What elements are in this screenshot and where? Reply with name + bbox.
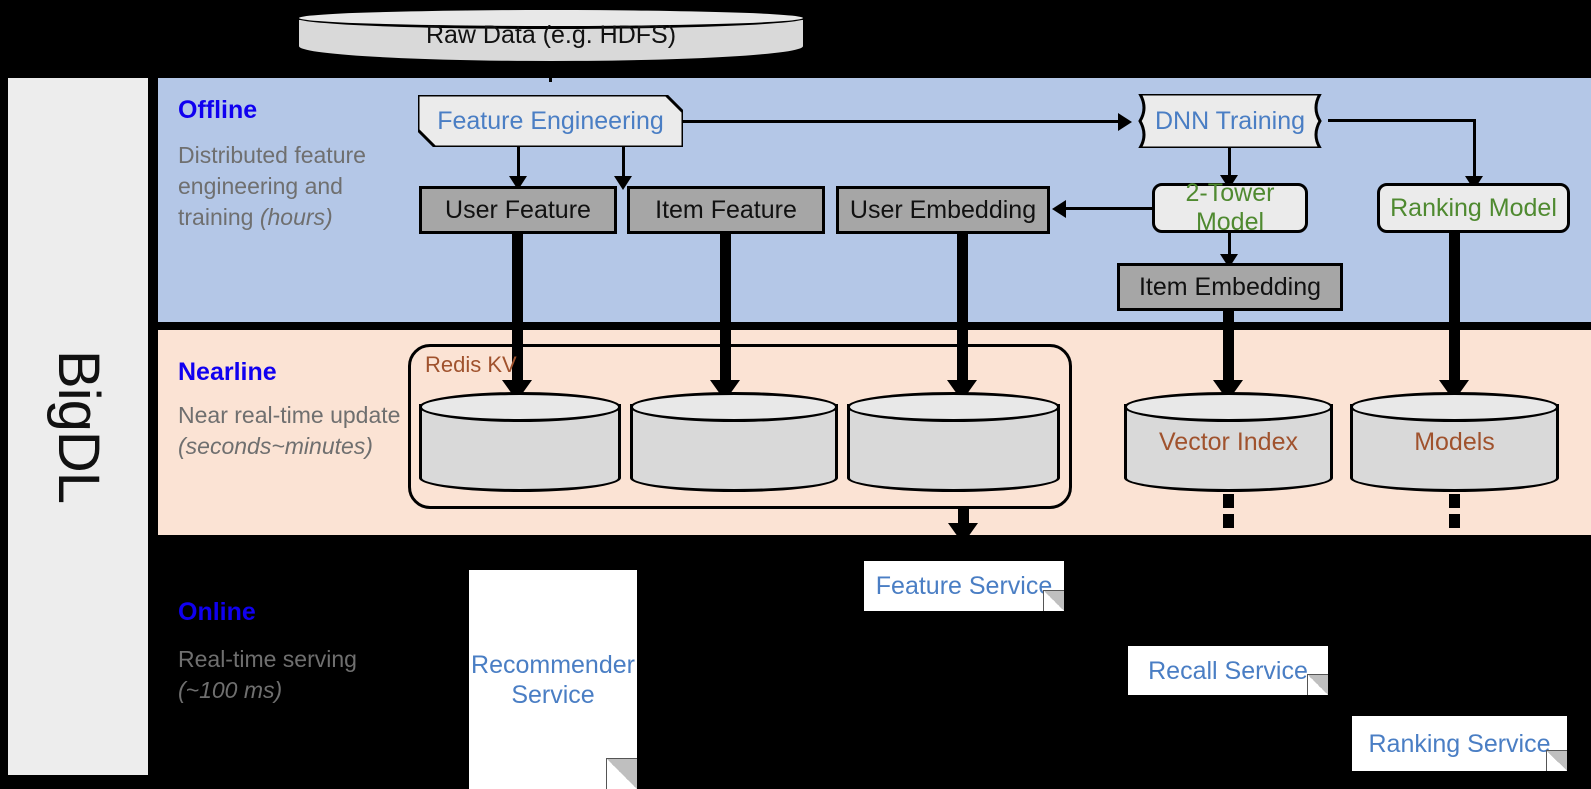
recommender-service-label: Recommender Service: [471, 650, 635, 709]
online-band-subtitle: Real-time serving (~100 ms): [178, 646, 357, 703]
pipe-ranking-model-to-models: [1449, 233, 1460, 394]
item-feature-node[interactable]: Item Feature: [627, 186, 825, 234]
page-fold-icon: [606, 758, 637, 789]
recall-service-node[interactable]: Recall Service: [1128, 646, 1328, 695]
pipe-item-embedding-to-vector-index: [1223, 311, 1234, 394]
page-fold-icon: [1307, 674, 1328, 695]
page-fold-icon: [1546, 750, 1567, 771]
nearline-band-subtitle: Near real-time update (seconds~minutes): [178, 402, 401, 459]
recommender-service-node[interactable]: Recommender Service: [469, 570, 637, 789]
models-label: Models: [1414, 427, 1495, 456]
item-feature-store[interactable]: [630, 392, 838, 492]
ranking-model-label: Ranking Model: [1390, 193, 1557, 222]
connector-two-tower-to-item-embedding: [1228, 233, 1231, 261]
feature-service-label: Feature Service: [875, 572, 1053, 600]
redis-kv-label: Redis KV: [425, 352, 517, 377]
cylinder-top: [630, 392, 838, 422]
dash-vector-index-1: [1223, 494, 1234, 508]
dnn-training-label: DNN Training: [1154, 106, 1306, 135]
cylinder-top: [296, 7, 806, 29]
connector-fe-to-dnn: [683, 120, 1120, 123]
pipe-user-embedding-to-redis: [957, 234, 968, 394]
cylinder-top: [1350, 392, 1559, 422]
user-feature-store[interactable]: [419, 392, 621, 492]
feature-service-node[interactable]: Feature Service: [864, 561, 1064, 611]
arrow-redis-to-feature-service: [948, 523, 978, 544]
redis-kv-group: [408, 344, 1072, 509]
cylinder-top: [847, 392, 1060, 422]
bigdl-label: BigDL: [45, 350, 111, 503]
nearline-band-title: Nearline: [178, 358, 277, 386]
page-fold-icon: [1043, 590, 1064, 611]
connector-two-tower-to-user-embedding: [1066, 207, 1154, 210]
dash-redis-to-feature-service: [958, 509, 969, 523]
vector-index-label: Vector Index: [1159, 427, 1298, 456]
item-embedding-label: Item Embedding: [1138, 272, 1322, 301]
offline-band-subtitle: Distributed feature engineering and trai…: [178, 142, 366, 230]
arrow-two-tower-to-user-embedding: [1052, 200, 1066, 218]
dash-models-1: [1449, 494, 1460, 508]
user-embedding-node[interactable]: User Embedding: [836, 186, 1050, 234]
feature-engineering-node[interactable]: Feature Engineering: [418, 95, 683, 147]
feature-engineering-label: Feature Engineering: [437, 106, 664, 135]
two-tower-model-label: 2-Tower Model: [1185, 179, 1275, 236]
connector-fe-to-item-feature: [622, 147, 625, 179]
ranking-service-label: Ranking Service: [1368, 729, 1551, 758]
dash-models-2: [1449, 514, 1460, 528]
item-embedding-node[interactable]: Item Embedding: [1117, 263, 1343, 311]
online-band-title: Online: [178, 598, 256, 626]
models-store[interactable]: Models: [1350, 392, 1559, 492]
bigdl-framework-rail: BigDL: [8, 78, 148, 775]
ranking-model-node[interactable]: Ranking Model: [1377, 183, 1570, 233]
vector-index-store[interactable]: Vector Index: [1124, 392, 1333, 492]
two-tower-model-node[interactable]: 2-Tower Model: [1152, 179, 1308, 236]
ranking-service-node[interactable]: Ranking Service: [1352, 716, 1567, 771]
raw-data-label: Raw Data (e.g. HDFS): [425, 21, 677, 49]
dnn-training-node[interactable]: DNN Training: [1132, 94, 1328, 148]
pipe-user-feature-to-redis: [512, 234, 523, 394]
arrow-fe-to-dnn: [1118, 113, 1132, 131]
user-embedding-label: User Embedding: [849, 195, 1037, 224]
feature-engineering-shape: [418, 95, 683, 147]
offline-band-title: Offline: [178, 96, 258, 124]
dnn-training-shape: [1138, 94, 1322, 148]
dash-vector-index-2: [1223, 514, 1234, 528]
connector-dnn-to-two-tower: [1228, 148, 1231, 178]
user-embedding-store[interactable]: [847, 392, 1060, 492]
pipe-item-feature-to-redis: [720, 234, 731, 394]
cylinder-top: [419, 392, 621, 422]
connector-dnn-to-ranking-v: [1473, 119, 1476, 179]
connector-dnn-to-ranking-h: [1328, 119, 1476, 122]
user-feature-node[interactable]: User Feature: [419, 186, 617, 234]
recall-service-label: Recall Service: [1148, 656, 1308, 685]
connector-fe-to-user-feature: [517, 147, 520, 179]
user-feature-label: User Feature: [445, 195, 591, 224]
item-feature-label: Item Feature: [655, 195, 797, 224]
arrow-rawdata-to-fe: [541, 62, 559, 76]
cylinder-top: [1124, 392, 1333, 422]
raw-data-store: Raw Data (e.g. HDFS): [296, 7, 806, 64]
